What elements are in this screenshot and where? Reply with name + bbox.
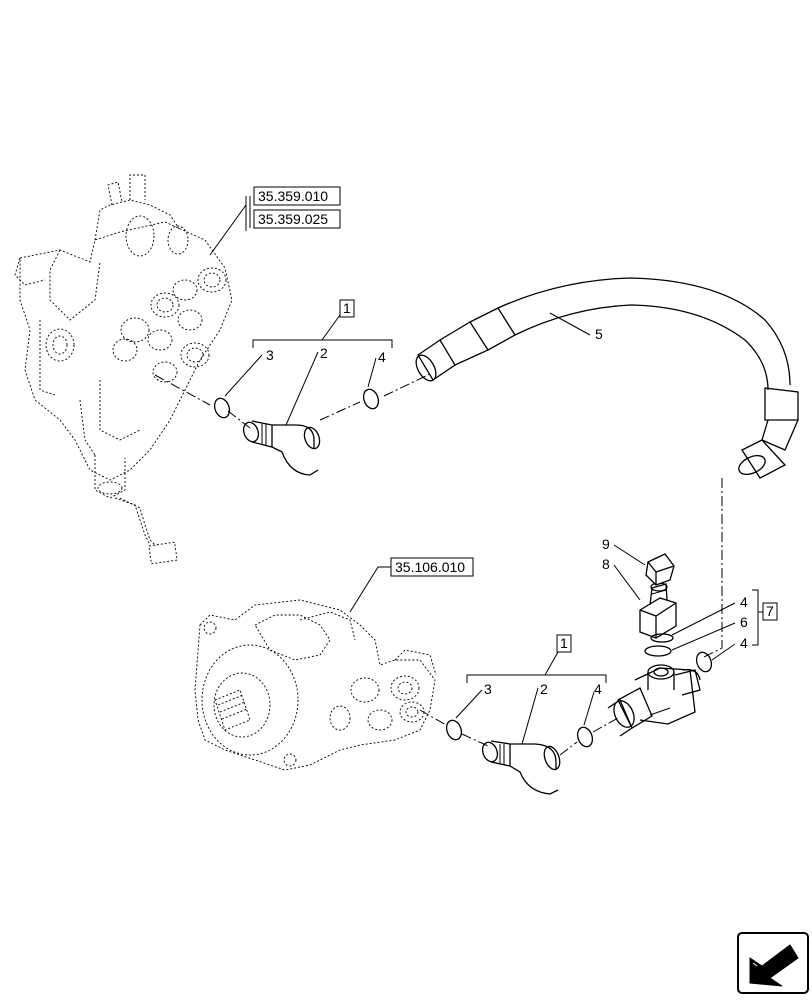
pump-reference-group: 35.106.010 — [349, 557, 474, 613]
next-page-arrow-icon[interactable] — [737, 932, 809, 994]
dust-cap — [645, 553, 675, 586]
kit-callout-box-lower — [556, 634, 572, 653]
kit-callout-lower: 1 — [560, 635, 568, 651]
kit-callout-box-tee — [762, 602, 778, 621]
callout-5-hose: 5 — [595, 326, 603, 342]
oring-4-upper — [362, 388, 380, 410]
control-valve — [14, 174, 233, 565]
valve-reference-box-2 — [253, 209, 341, 229]
lower-fitting-kit: 1 3 2 4 — [419, 634, 619, 795]
hydraulic-pump — [194, 599, 437, 771]
callout-2-upper: 2 — [320, 345, 328, 361]
callout-3-lower: 3 — [484, 681, 492, 697]
elbow-fitting-lower — [481, 740, 561, 795]
elbow-fitting-upper — [242, 420, 321, 476]
kit-callout-tee: 7 — [766, 603, 774, 619]
oring-3-lower — [445, 719, 463, 741]
kit-callout-upper: 1 — [343, 300, 351, 316]
callout-9-cap: 9 — [602, 536, 610, 552]
callout-3-upper: 3 — [266, 347, 274, 363]
callout-6-seal: 6 — [740, 614, 748, 630]
oring-4-lower — [576, 726, 594, 748]
callout-4-tee-side: 4 — [740, 635, 748, 651]
valve-reference-box-1 — [253, 186, 341, 206]
kit-callout-box-upper — [339, 299, 355, 318]
seal-6 — [644, 645, 672, 657]
oring-4-tee-side — [695, 651, 713, 673]
pump-reference: 35.106.010 — [395, 559, 465, 575]
callout-4-lower: 4 — [594, 681, 602, 697]
hydraulic-hose — [415, 277, 799, 479]
callout-2-lower: 2 — [540, 681, 548, 697]
valve-reference-2: 35.359.025 — [258, 211, 328, 227]
callout-4-upper: 4 — [378, 349, 386, 365]
callout-4-tee-top: 4 — [740, 594, 748, 610]
valve-reference-group: 35.359.010 35.359.025 — [209, 186, 341, 256]
oring-3-upper — [213, 397, 231, 419]
callout-8-coupler: 8 — [602, 556, 610, 572]
valve-reference-1: 35.359.010 — [258, 188, 328, 204]
tee-fitting-assembly — [607, 633, 713, 737]
upper-fitting-kit: 1 3 2 4 — [154, 299, 433, 476]
quick-coupler — [639, 582, 677, 639]
